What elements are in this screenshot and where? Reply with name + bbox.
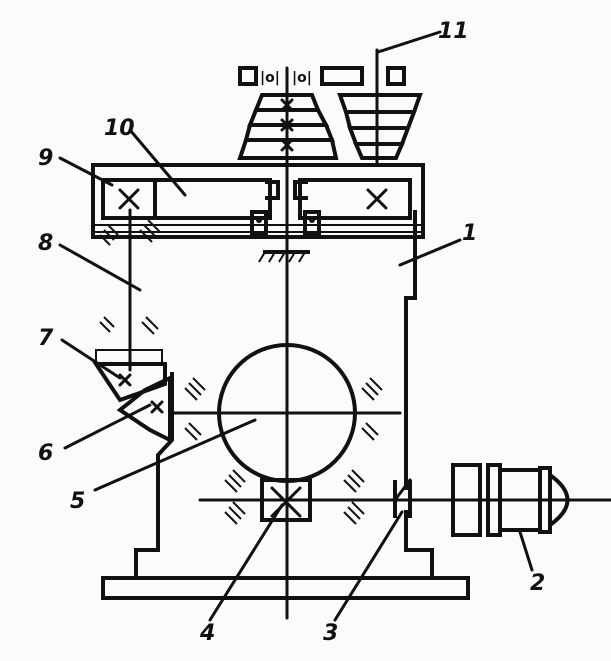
label-3: 3 xyxy=(323,621,338,646)
leader-lines xyxy=(58,30,534,622)
part-labels: 1 2 3 4 5 6 7 8 9 10 11 xyxy=(38,19,545,646)
bevel-gear-7 xyxy=(92,362,167,403)
svg-text:|o|: |o| xyxy=(292,70,312,86)
upper-gearbox xyxy=(91,163,425,239)
label-6: 6 xyxy=(38,441,53,466)
bevel-gear-6 xyxy=(116,374,172,444)
electric-motor-2 xyxy=(451,463,570,537)
label-2: 2 xyxy=(530,571,545,596)
main-spindle xyxy=(258,66,310,620)
vertical-shaft-8 xyxy=(92,208,172,444)
label-11: 11 xyxy=(438,19,469,44)
label-7: 7 xyxy=(38,326,54,351)
stepped-pulleys: |o| |o| xyxy=(237,48,423,167)
label-4: 4 xyxy=(199,621,215,646)
label-8: 8 xyxy=(38,231,53,256)
svg-text:|o|: |o| xyxy=(260,70,280,86)
label-1: 1 xyxy=(462,221,477,246)
worm-wheel-5 xyxy=(168,343,402,483)
label-9: 9 xyxy=(38,146,53,171)
label-5: 5 xyxy=(70,489,85,514)
worm-4-drive-shaft xyxy=(198,469,611,525)
label-10: 10 xyxy=(104,116,135,141)
